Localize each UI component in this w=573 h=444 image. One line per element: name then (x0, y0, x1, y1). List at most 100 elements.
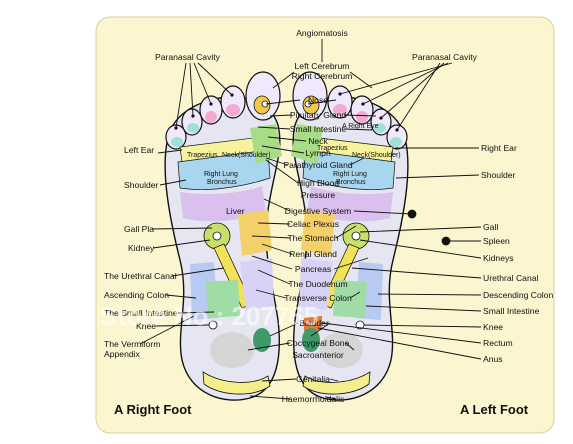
center-label: The Stomach (287, 233, 338, 243)
right-thyroid-zone (250, 124, 282, 164)
side-label: Urethral Canal (483, 273, 538, 283)
leader-line (151, 227, 213, 230)
center-label: Right Cerebrum (292, 71, 353, 81)
right-sinus-zone-5 (171, 137, 183, 147)
leader-dot (209, 102, 213, 106)
leader-line (267, 136, 307, 142)
center-label: Nose (308, 95, 328, 105)
side-label: Kidney (128, 243, 155, 253)
leader-line (257, 126, 291, 130)
leader-line (175, 62, 187, 129)
left-genitalia-zone (302, 371, 371, 395)
center-label: Lymph (305, 148, 331, 158)
leader-dot (395, 128, 399, 132)
leader-line (377, 293, 482, 296)
leader-dot (230, 93, 234, 97)
leader-line (365, 305, 482, 312)
left-transverse-colon (299, 258, 333, 310)
leader-line (265, 157, 289, 166)
watermark: Store No.: 207765 (100, 301, 318, 331)
leader-line (329, 378, 339, 382)
side-label: The Vermiform (104, 339, 160, 349)
center-label: Renal Gland (289, 249, 337, 259)
center-label: Pancreas (295, 264, 331, 274)
side-label: Anus (483, 354, 503, 364)
center-labels: Angiomatosis Left Cerebrum Right Cerebru… (282, 28, 353, 404)
leader-line (265, 159, 299, 184)
leader-line (251, 235, 291, 239)
leader-line (189, 62, 194, 117)
center-label: Sacroanterior (292, 350, 344, 360)
center-label: Digestive System (285, 206, 351, 216)
leader-line (197, 62, 233, 96)
right-genitalia-zone (202, 371, 271, 395)
center-label: Left Cerebrum (295, 61, 350, 71)
center-label: The Duodenum (288, 279, 347, 289)
right-sinus-zone-2 (226, 104, 240, 116)
leader-line (265, 99, 301, 105)
side-label: Left Ear (124, 145, 154, 155)
center-label: Neck (308, 136, 328, 146)
leader-line (359, 226, 482, 233)
leader-line (139, 315, 195, 345)
left-trapezius-sub: Neck(Shoulder) (352, 152, 401, 159)
left-side-labels: Paranasal Cavity Left Ear Shoulder Gall … (104, 52, 221, 359)
right-foot-bronchus-label: Bronchus (207, 179, 237, 186)
left-kidney-point (351, 231, 361, 241)
center-label: Transverse Colon (284, 293, 352, 303)
right-foot-title: A Right Foot (114, 402, 192, 417)
leader-line (333, 257, 369, 270)
center-label: Coccygeal Bone (287, 338, 350, 348)
center-label: Bladder (299, 318, 329, 328)
center-label: Parathyroid Gland (283, 160, 352, 170)
right-eye-label: A Right Eye (342, 123, 379, 130)
left-stomach-zone (301, 210, 335, 256)
side-label: Spleen (483, 236, 510, 246)
right-foot: Liver Trapezius Neck(Shoulder) Right Lun… (164, 71, 282, 401)
right-coccyx-zone (210, 332, 254, 368)
right-trapezius-sub: Neck(Shoulder) (222, 152, 271, 159)
side-label: Knee (483, 322, 503, 332)
side-label: Rectum (483, 338, 513, 348)
leader-line (165, 294, 197, 299)
side-label: Appendix (104, 349, 141, 359)
leader-line (269, 322, 299, 337)
leader-line (272, 71, 295, 89)
leader-line (317, 327, 482, 360)
leader-line (249, 395, 291, 400)
leader-line (325, 396, 337, 400)
leader-line (159, 179, 187, 186)
left-coccyx-zone (319, 332, 363, 368)
leader-line (321, 322, 482, 344)
side-label: Knee (136, 321, 156, 331)
leader-line (343, 114, 377, 117)
leader-line (380, 62, 445, 119)
leader-line (349, 71, 373, 89)
leader-line (247, 342, 291, 351)
left-foot-lung-label: Right Lung (333, 171, 367, 178)
left-small-intestine (333, 280, 367, 318)
leader-line (396, 62, 441, 131)
liver-label: Liver (226, 206, 245, 216)
leader-line (345, 128, 373, 131)
right-liver-zone (180, 186, 266, 222)
leader-line (362, 62, 449, 105)
leader-line (255, 289, 287, 299)
side-label: Gall Pla (124, 224, 154, 234)
leader-line (152, 239, 211, 249)
right-transverse-colon (240, 258, 274, 310)
leader-line (353, 210, 413, 215)
right-kidney-point (212, 231, 222, 241)
left-rectum-zone (304, 316, 322, 332)
leader-line (193, 62, 212, 105)
title-angiomatosis: Angiomatosis (296, 28, 348, 38)
leader-line (349, 157, 365, 166)
side-label: Shoulder (481, 170, 516, 180)
left-foot-bronchus-label: Bronchus (336, 179, 366, 186)
left-lung-zone (302, 149, 396, 190)
left-sinus-zone-5 (390, 137, 402, 147)
left-bladder-zone (302, 328, 320, 352)
side-label: Ascending Colon (104, 290, 169, 300)
leader-line (157, 149, 183, 154)
